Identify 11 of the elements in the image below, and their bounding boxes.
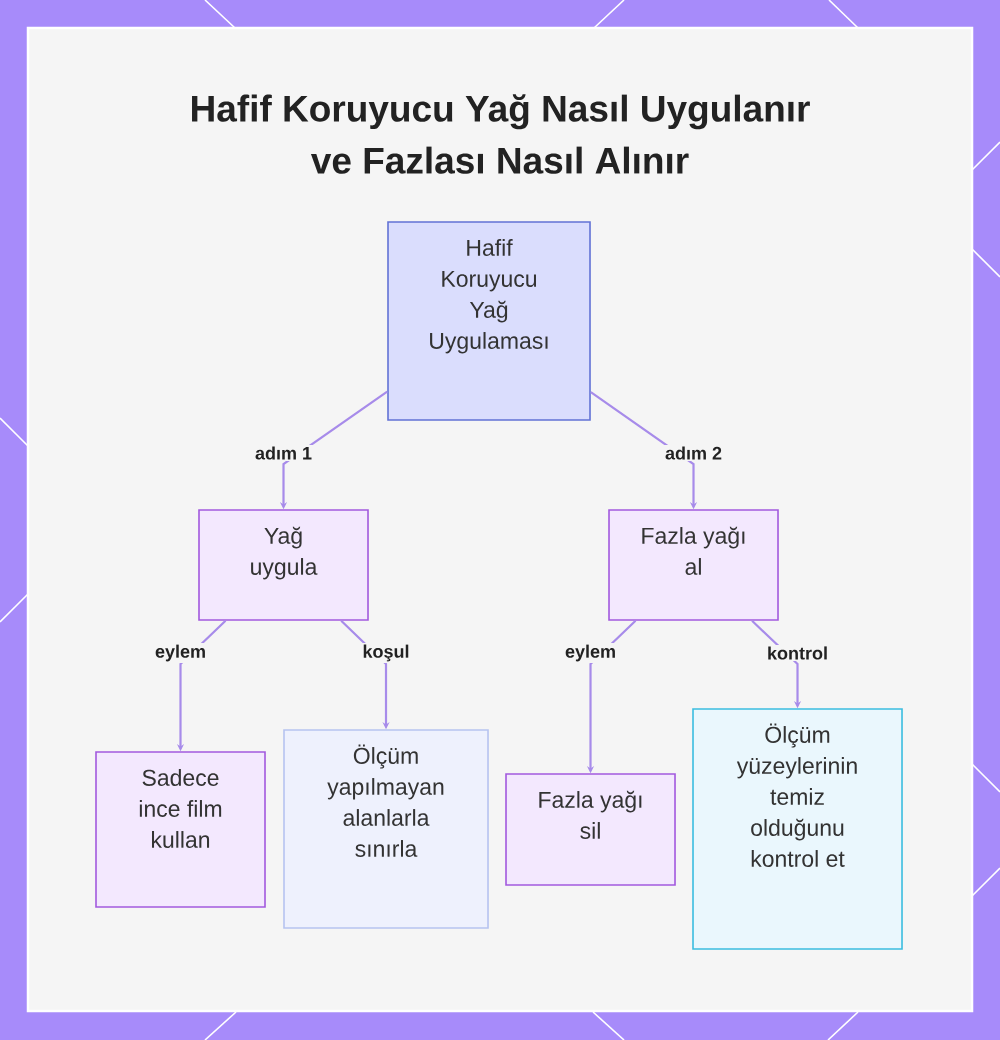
edge-label: eylem (563, 643, 618, 663)
edge-label: eylem (153, 643, 208, 663)
process-box: Sadece ince film kullan (95, 751, 266, 908)
process-box: Fazla yağı sil (505, 773, 676, 886)
process-box: Hafif Koruyucu Yağ Uygulaması (387, 221, 591, 421)
process-box: Ölçüm yapılmayan alanlarla sınırla (283, 729, 489, 929)
edge-label: koşul (361, 643, 411, 663)
process-box: Ölçüm yüzeylerinin temiz olduğunu kontrol et (692, 708, 903, 950)
title: Hafif Koruyucu Yağ Nasıl Uygulanır ve Fazlası Nasıl Alınır (192, 94, 810, 174)
process-box: Yağ uygula (198, 509, 369, 621)
process-box: Fazla yağı al (608, 509, 779, 621)
